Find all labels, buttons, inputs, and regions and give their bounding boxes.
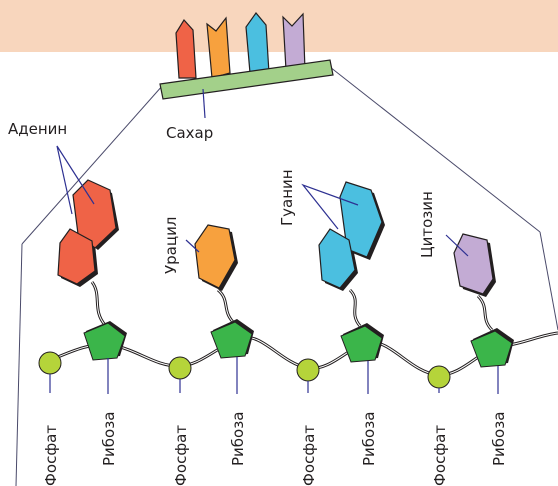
phosphate-1 xyxy=(38,351,62,375)
uracil-base xyxy=(194,224,238,291)
cytosine-label: Цитозин xyxy=(418,191,436,258)
inset-cytosine-base xyxy=(282,12,306,71)
guanine-label: Гуанин xyxy=(278,169,296,226)
adenine-base xyxy=(57,179,119,287)
phosphate-3 xyxy=(296,358,320,382)
ribose-label-4: Рибоза xyxy=(490,412,508,466)
ribose-label-2: Рибоза xyxy=(229,412,247,466)
phosphate-2 xyxy=(168,356,192,380)
ribose-label-3: Рибоза xyxy=(360,412,378,466)
inset-sugar-group xyxy=(159,12,334,119)
uracil-label: Урацил xyxy=(162,217,180,274)
phosphate-label-4: Фосфат xyxy=(431,425,449,486)
ribose-3 xyxy=(340,323,384,363)
adenine-label: Аденин xyxy=(8,120,67,138)
inset-uracil-base xyxy=(206,16,231,79)
zoom-lines xyxy=(15,66,558,486)
ribose-label-1: Рибоза xyxy=(100,412,118,466)
phosphate-label-2: Фосфат xyxy=(172,425,190,486)
inset-adenine-base xyxy=(175,19,197,79)
guanine-base xyxy=(318,181,385,291)
inset-guanine-base xyxy=(245,12,270,74)
phosphate-label-3: Фосфат xyxy=(300,425,318,486)
phosphate-4 xyxy=(427,365,451,389)
ribose-1 xyxy=(83,321,127,361)
ribose-2 xyxy=(210,319,254,359)
base-stems xyxy=(90,281,494,332)
sugar-label: Сахар xyxy=(166,124,213,142)
ribose-group xyxy=(83,319,514,368)
header-band xyxy=(0,0,558,52)
ribose-4 xyxy=(470,328,514,368)
leader-lines xyxy=(49,145,499,394)
phosphate-label-1: Фосфат xyxy=(42,425,60,486)
phosphate-group xyxy=(38,351,451,389)
cytosine-base xyxy=(453,233,496,297)
